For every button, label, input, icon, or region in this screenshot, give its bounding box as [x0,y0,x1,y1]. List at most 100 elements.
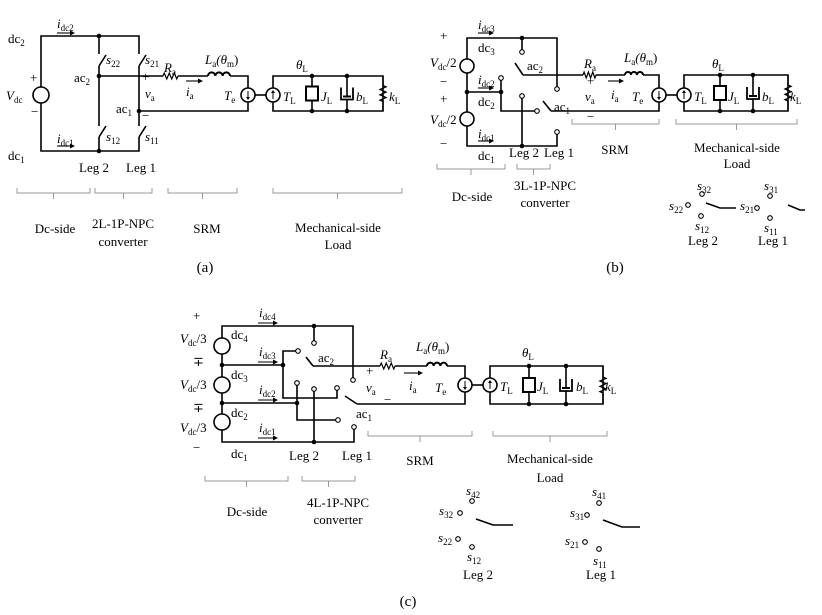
current-arrow-ia-head [418,370,423,376]
label-minus: − [31,104,38,119]
label-segment: a [172,67,176,77]
label-segment: dc [188,338,197,348]
label-segment: dc3 [482,24,495,34]
label-dc-side: Dc-side [35,221,76,236]
group-brace [16,188,91,199]
label-segment: dc2 [482,79,495,89]
label-leg2: Leg 2 [688,233,718,248]
label-minus-bot: − [193,440,200,455]
label-thetaL: θL [712,56,724,73]
label-s31: s31 [570,505,584,522]
label-segment: L [204,52,212,67]
current-arrow-idc3-head [273,359,278,365]
label-s11: s11 [764,220,778,237]
label-segment: L [415,339,423,354]
junction-dot [519,143,525,149]
group-brace [167,188,238,199]
label-Vdc: Vdc [6,88,22,105]
junction-dot [344,108,350,114]
label-segment: 21 [570,540,579,550]
label-segment: 11 [598,560,607,570]
label-segment: L [363,96,369,106]
wire [221,325,354,378]
label-segment: 1 [128,108,133,118]
group-brace [436,164,506,175]
label-ac2: ac2 [527,58,543,75]
wire [40,103,140,152]
label-segment: V [6,88,16,103]
label-conv2: converter [98,234,148,249]
label-segment: R [163,60,172,75]
label-kL: kL [790,89,801,106]
label-ac2: ac2 [318,350,334,367]
label-idc3: idc3 [259,344,276,361]
label-bL: bL [762,89,774,106]
label-dc2: dc2 [478,94,495,111]
label-va: va [585,89,595,106]
current-arrow-idc1-head [70,143,75,149]
wire [282,350,338,399]
label-mech2: Load [537,470,564,485]
label-segment: 2 [490,101,495,111]
junction-dot [309,108,315,114]
label-segment: a [615,94,619,104]
current-arrow-idc2-head [489,85,494,91]
label-leg1: Leg 1 [758,233,788,248]
label-mech2: Load [724,156,751,171]
load-torque-source-tl-icon-arrowhead [488,380,492,383]
label-conv2: converter [520,195,570,210]
switch-blade [542,100,552,112]
current-arrow-idc3-head [489,30,494,36]
inertia-mass-icon [713,85,727,101]
label-srm: SRM [406,453,434,468]
inertia-mass-icon [522,377,536,393]
group-brace [272,188,403,199]
label-segment: 11 [150,136,159,146]
label-segment: a [591,96,595,106]
label-segment: b [762,89,769,104]
label-segment: m [227,59,234,69]
label-va-plus: + [587,73,594,88]
label-dc1: dc1 [478,148,495,165]
label-segment: L [528,352,534,362]
switch-contact [596,500,602,506]
switch-contact [498,75,504,81]
label-segment: V [180,377,190,392]
group-brace [571,119,660,130]
switch-contact [767,193,773,199]
label-s21: s21 [145,52,159,69]
legend-switch-blade-leg1 [602,519,640,528]
label-plus-top: + [193,308,200,323]
label-mech2: Load [325,237,352,252]
label-TL: TL [500,379,513,396]
label-segment: L [507,386,513,396]
label-segment: θ [712,56,719,71]
label-segment: 22 [674,205,683,215]
label-segment: s [669,198,674,213]
label-Vdc-1: Vdc/3 [180,331,207,348]
label-segment: i [611,87,615,102]
label-segment: 12 [700,225,709,235]
label-minus-mid: − [440,74,447,89]
label-segment: J [537,379,544,394]
label-segment: s [106,129,111,144]
label-segment: i [478,72,482,87]
label-segment: ac [116,101,128,116]
label-segment: L [734,96,740,106]
label-segment: 3 [243,374,248,384]
junction-dot [563,363,569,369]
label-segment: a [151,93,155,103]
label-segment: R [583,56,592,71]
wire [357,392,466,405]
voltage-source-icon [213,337,231,355]
label-conv1: 2L-1P-NPC [92,216,154,231]
junction-dot [344,73,350,79]
label-s22: s22 [438,530,452,547]
label-segment: dc2 [61,23,74,33]
switch-contact [351,424,357,430]
switch-contact [311,386,317,392]
label-segment: a [413,385,417,395]
label-dc-side: Dc-side [452,189,493,204]
label-segment: 41 [597,491,606,501]
label-segment: dc1 [482,133,495,143]
